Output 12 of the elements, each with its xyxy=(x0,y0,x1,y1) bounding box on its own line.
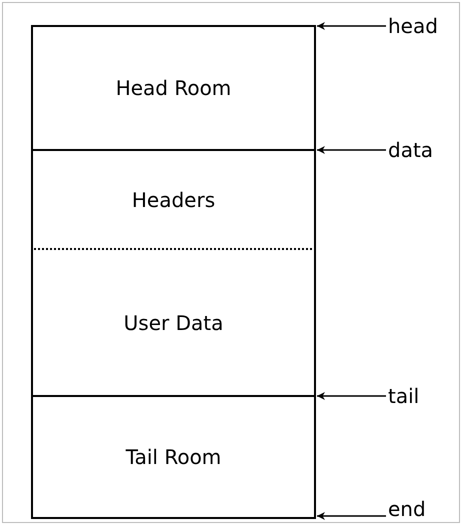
pointer-label: end xyxy=(388,496,454,522)
arrow xyxy=(317,22,386,30)
memory-region: Headers xyxy=(31,150,316,249)
arrow xyxy=(317,392,386,400)
memory-region: Head Room xyxy=(31,25,316,151)
memory-region: Tail Room xyxy=(31,395,316,519)
pointer-label: data xyxy=(388,136,454,164)
pointer-label: tail xyxy=(388,382,454,410)
memory-region: User Data xyxy=(31,248,316,396)
pointer-label: head xyxy=(388,12,454,40)
arrow xyxy=(317,146,386,154)
arrow xyxy=(317,512,386,520)
